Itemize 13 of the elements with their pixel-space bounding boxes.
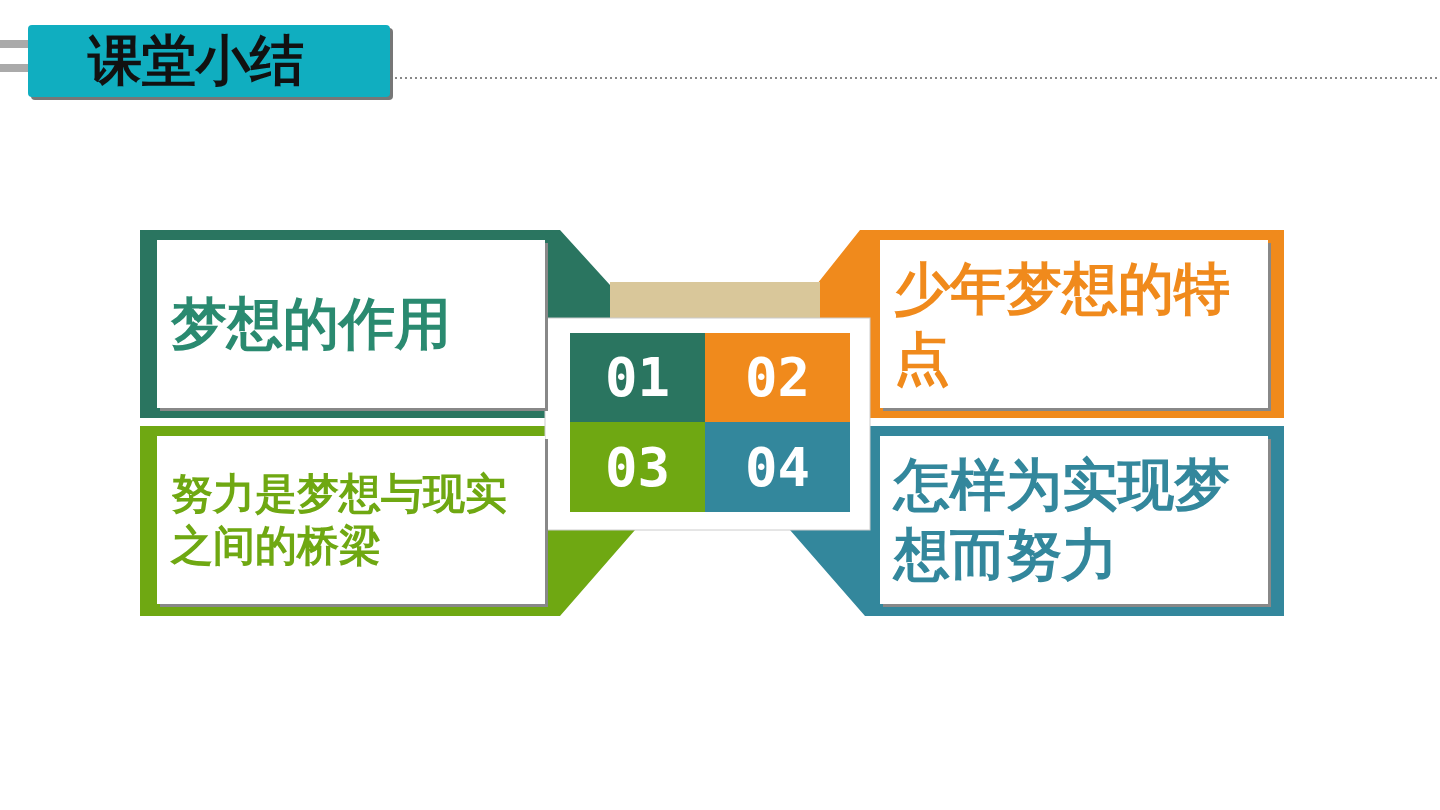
number-tile: 02 xyxy=(705,333,850,422)
title-text: 课堂小结 xyxy=(88,27,304,94)
number-tile: 01 xyxy=(570,333,705,422)
topic-card xyxy=(157,240,545,408)
number-tile: 04 xyxy=(705,422,850,512)
topic-text: 怎样为实现梦想而努力 xyxy=(894,451,1231,589)
topic-card xyxy=(880,436,1268,604)
topic-text: 努力是梦想与现实之间的桥梁 xyxy=(171,467,508,572)
topic-text: 梦想的作用 xyxy=(171,290,451,358)
topic-text: 少年梦想的特点 xyxy=(894,255,1231,393)
topic-card xyxy=(157,436,545,604)
topic-card xyxy=(880,240,1268,408)
number-tile: 03 xyxy=(570,422,705,512)
